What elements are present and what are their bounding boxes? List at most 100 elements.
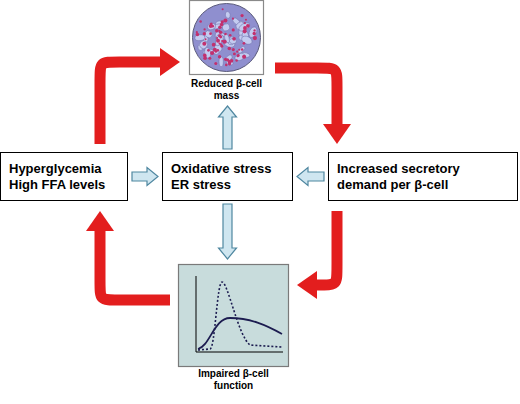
nucleus [227,47,231,51]
nucleus [224,58,227,61]
nucleus [236,55,239,58]
islet-cells [195,8,259,67]
nucleus [203,56,207,60]
arrow-shaft [317,211,337,285]
normal-curve [198,282,282,350]
islet-picture [190,1,264,75]
nucleus [238,49,240,51]
nucleus [221,40,223,42]
arrow-head [297,271,317,299]
nucleus [216,37,218,39]
process-box: Oxidative stress ER stress [162,152,293,201]
nucleus [222,8,224,10]
nucleus [244,22,246,24]
nucleus [223,18,227,22]
nucleus [225,64,228,67]
nucleus [218,55,221,58]
nucleus [203,32,206,35]
nucleus [202,42,206,46]
nucleus [205,38,207,40]
islet-outline [193,4,261,72]
box-label: Increased secretory demand per β-cell [337,161,507,193]
nucleus [235,59,238,62]
cell [204,30,214,40]
picture-caption: Reduced β-cell mass [188,78,265,102]
chart-axes [196,276,283,352]
nucleus [253,29,255,31]
arrow-body [132,168,158,186]
cycle-arrow [297,211,337,299]
effect-arrow [219,106,237,149]
cell [247,26,258,39]
effect-arrow [297,168,324,186]
nucleus [220,45,223,48]
nucleus [210,51,214,55]
nucleus [196,33,199,36]
process-box: Hyperglycemia High FFA levels [0,152,128,201]
cell [225,11,231,18]
cycle-arrow [100,48,180,144]
arrow-body [219,204,237,259]
effect-arrow [132,168,158,186]
nucleus [203,28,205,30]
cell [240,34,253,45]
nucleus [213,48,217,52]
cell [237,45,246,54]
nucleus [242,55,246,59]
nucleus [199,20,202,23]
nucleus [214,62,217,65]
nucleus [207,49,210,52]
arrow-shaft [275,68,337,124]
nucleus [229,34,232,37]
nucleus [232,28,235,31]
nucleus [217,49,220,52]
arrow-body [219,106,237,149]
arrow-head [86,211,114,231]
picture-caption-node: Reduced β-cell mass [188,0,265,102]
process-box: Increased secretory demand per β-cell [328,152,518,201]
nucleus [218,34,221,37]
nucleus [243,26,247,30]
cycle-arrow [275,68,351,144]
nucleus [233,52,236,55]
arrow-head [323,124,351,144]
arrow-shaft [100,62,160,144]
picture-frame [190,1,264,75]
nucleus [223,40,227,44]
cycle-arrow [86,211,170,300]
nucleus [224,33,227,36]
nucleus [232,37,236,41]
picture-caption: Impaired β-cell function [178,368,289,392]
nucleus [230,59,233,62]
cell [207,22,217,30]
nucleus [220,23,224,27]
impaired-curve [198,318,282,349]
nucleus [208,57,211,60]
nucleus [216,39,220,43]
secretion-chart [179,265,289,367]
nucleus [212,43,216,47]
nucleus [232,48,235,51]
arrow-shaft [100,231,170,300]
cell [237,21,251,33]
nucleus [209,32,212,35]
nucleus [253,32,256,35]
box-label: Hyperglycemia High FFA levels [9,161,119,193]
nucleus [240,14,243,17]
nucleus [243,42,246,45]
effect-arrow [219,204,237,259]
nucleus [245,19,247,21]
nucleus [237,54,240,57]
arrow-body [297,168,324,186]
nucleus [241,48,243,50]
nucleus [219,31,222,34]
nucleus [215,29,218,32]
box-label: Oxidative stress ER stress [171,161,284,193]
nucleus [253,36,257,40]
nucleus [232,18,234,20]
arrow-head [160,48,180,76]
chart-frame [179,265,289,367]
